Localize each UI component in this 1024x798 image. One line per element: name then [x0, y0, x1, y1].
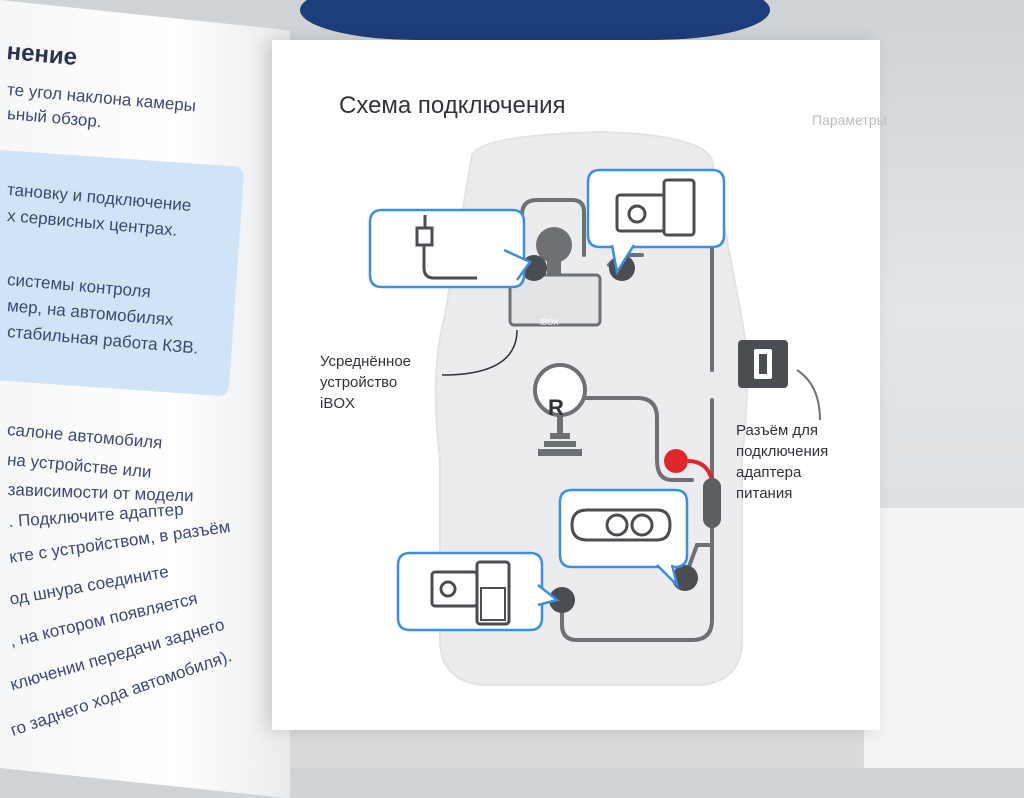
- ibox-device: [508, 227, 602, 327]
- device-leader: [441, 329, 518, 376]
- cables: [520, 198, 714, 642]
- connection-diagram: iBOX: [368, 130, 821, 686]
- reverse-signal-node: [664, 449, 688, 473]
- ibox-brand-text: iBOX: [540, 318, 559, 327]
- callout-power-cable: [368, 208, 532, 289]
- connector-leader: [796, 369, 821, 421]
- page-title: Схема подключения: [339, 92, 566, 119]
- red-wire: [687, 459, 714, 481]
- callout-rear-camera: [558, 488, 689, 590]
- callout-recorder: [396, 551, 560, 632]
- reverse-gear-letter: R: [548, 395, 564, 420]
- device-label: Усреднённое устройство iBOX: [320, 353, 412, 412]
- ghost-heading: Параметры: [812, 112, 887, 128]
- blue-bag-background: [300, 0, 770, 40]
- left-page-heading: нение: [5, 38, 79, 72]
- cable-node: [672, 565, 698, 591]
- paper-stack: [863, 508, 1024, 768]
- cable-node: [549, 587, 575, 613]
- connector-label: Разъём для подключения адаптера питания: [736, 422, 829, 502]
- callout-dashcam: [586, 168, 726, 276]
- cable-plug: [703, 478, 721, 528]
- right-page: Схема подключения Параметры: [272, 40, 887, 730]
